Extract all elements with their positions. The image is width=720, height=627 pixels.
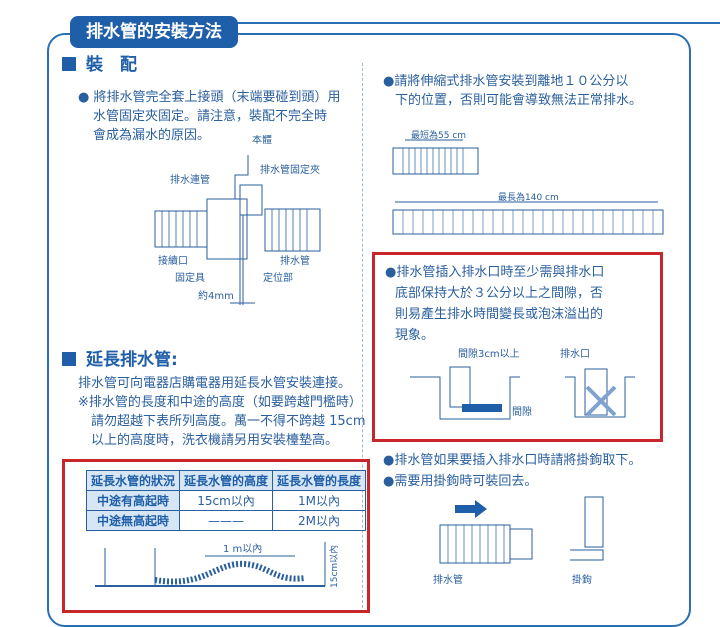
table-row: 中途有高起時 15cm以內 1M以內 [85,490,367,511]
install-heading: 裝 配 [62,50,137,75]
height-note: ●請將伸縮式排水管安裝到離地１０公分以 下的位置，否則可能會導致無法正常排水。 [383,74,643,108]
drain-label: 排水管 [433,573,463,586]
min-length-label: 最短為55 cm [411,130,466,141]
label-body: 本體 [252,135,272,146]
square-bullet-icon [62,57,76,71]
page-title: 排水管的安裝方法 [70,16,238,48]
gap-diagram: 間隙3cm以上 排水口 間隙 [410,347,635,420]
hook-diagram: 排水管 掛鉤 [433,496,604,586]
label-clamp: 排水管固定夾 [260,163,320,176]
table-header: 延長水管的高度 [179,470,274,491]
label-drain: 排水管 [280,254,310,267]
hose-length-diagram: 最短為55 cm 最長為140 cm [392,130,664,235]
table-header: 延長水管的狀況 [85,470,181,491]
hook-label: 掛鉤 [572,573,592,586]
label-approx: 約4mm [198,289,234,302]
table-row: 中途無高起時 ——— 2M以內 [85,510,367,531]
insert-note-box [372,252,663,442]
extension-diagram: 1 m以內 15cm以內 [95,542,340,588]
max-length-label: 最長為140 cm [498,191,559,203]
outlet-label: 排水口 [560,347,590,360]
column-divider [362,63,363,608]
length-limit-label: 1 m以內 [223,543,262,555]
label-hose: 排水連管 [170,173,210,186]
extend-text: 排水管可向電器店購電器用延長水管安裝連接。 ※排水管的長度和中途的高度（如要跨越… [78,376,366,448]
extension-table: 延長水管的狀況 延長水管的高度 延長水管的長度 中途有高起時 15cm以內 1M… [85,470,367,531]
label-outlet: 接續口 [158,254,188,267]
top-rule [180,22,720,24]
table-header-row: 延長水管的狀況 延長水管的高度 延長水管的長度 [85,470,367,491]
label-stop: 定位部 [263,271,293,284]
gap3-label: 間隙3cm以上 [458,347,520,360]
square-bullet-icon [62,352,76,366]
insert-note-text: ●排水管插入排水口時至少需與排水口 底部保持大於３公分以上之間隙，否 則易產生排… [385,265,605,343]
install-diagram: 本體 排水連管 排水管固定夾 接續口 固定具 排水管 定位部 約4mm [154,135,321,305]
table-header: 延長水管的長度 [272,470,367,491]
hook-note-text: ●排水管如果要插入排水口時請將掛鉤取下。 ●需要用掛鉤時可裝回去。 [383,453,642,489]
height-limit-label: 15cm以內 [329,545,340,588]
extend-heading: 延長排水管: [62,345,178,370]
gap-label: 間隙 [512,405,532,418]
label-fixture: 固定具 [175,271,205,284]
install-text: ● 將排水管完全套上接頭（末端要碰到頭）用 水管固定夾固定。請注意，裝配不完全時… [78,90,341,143]
